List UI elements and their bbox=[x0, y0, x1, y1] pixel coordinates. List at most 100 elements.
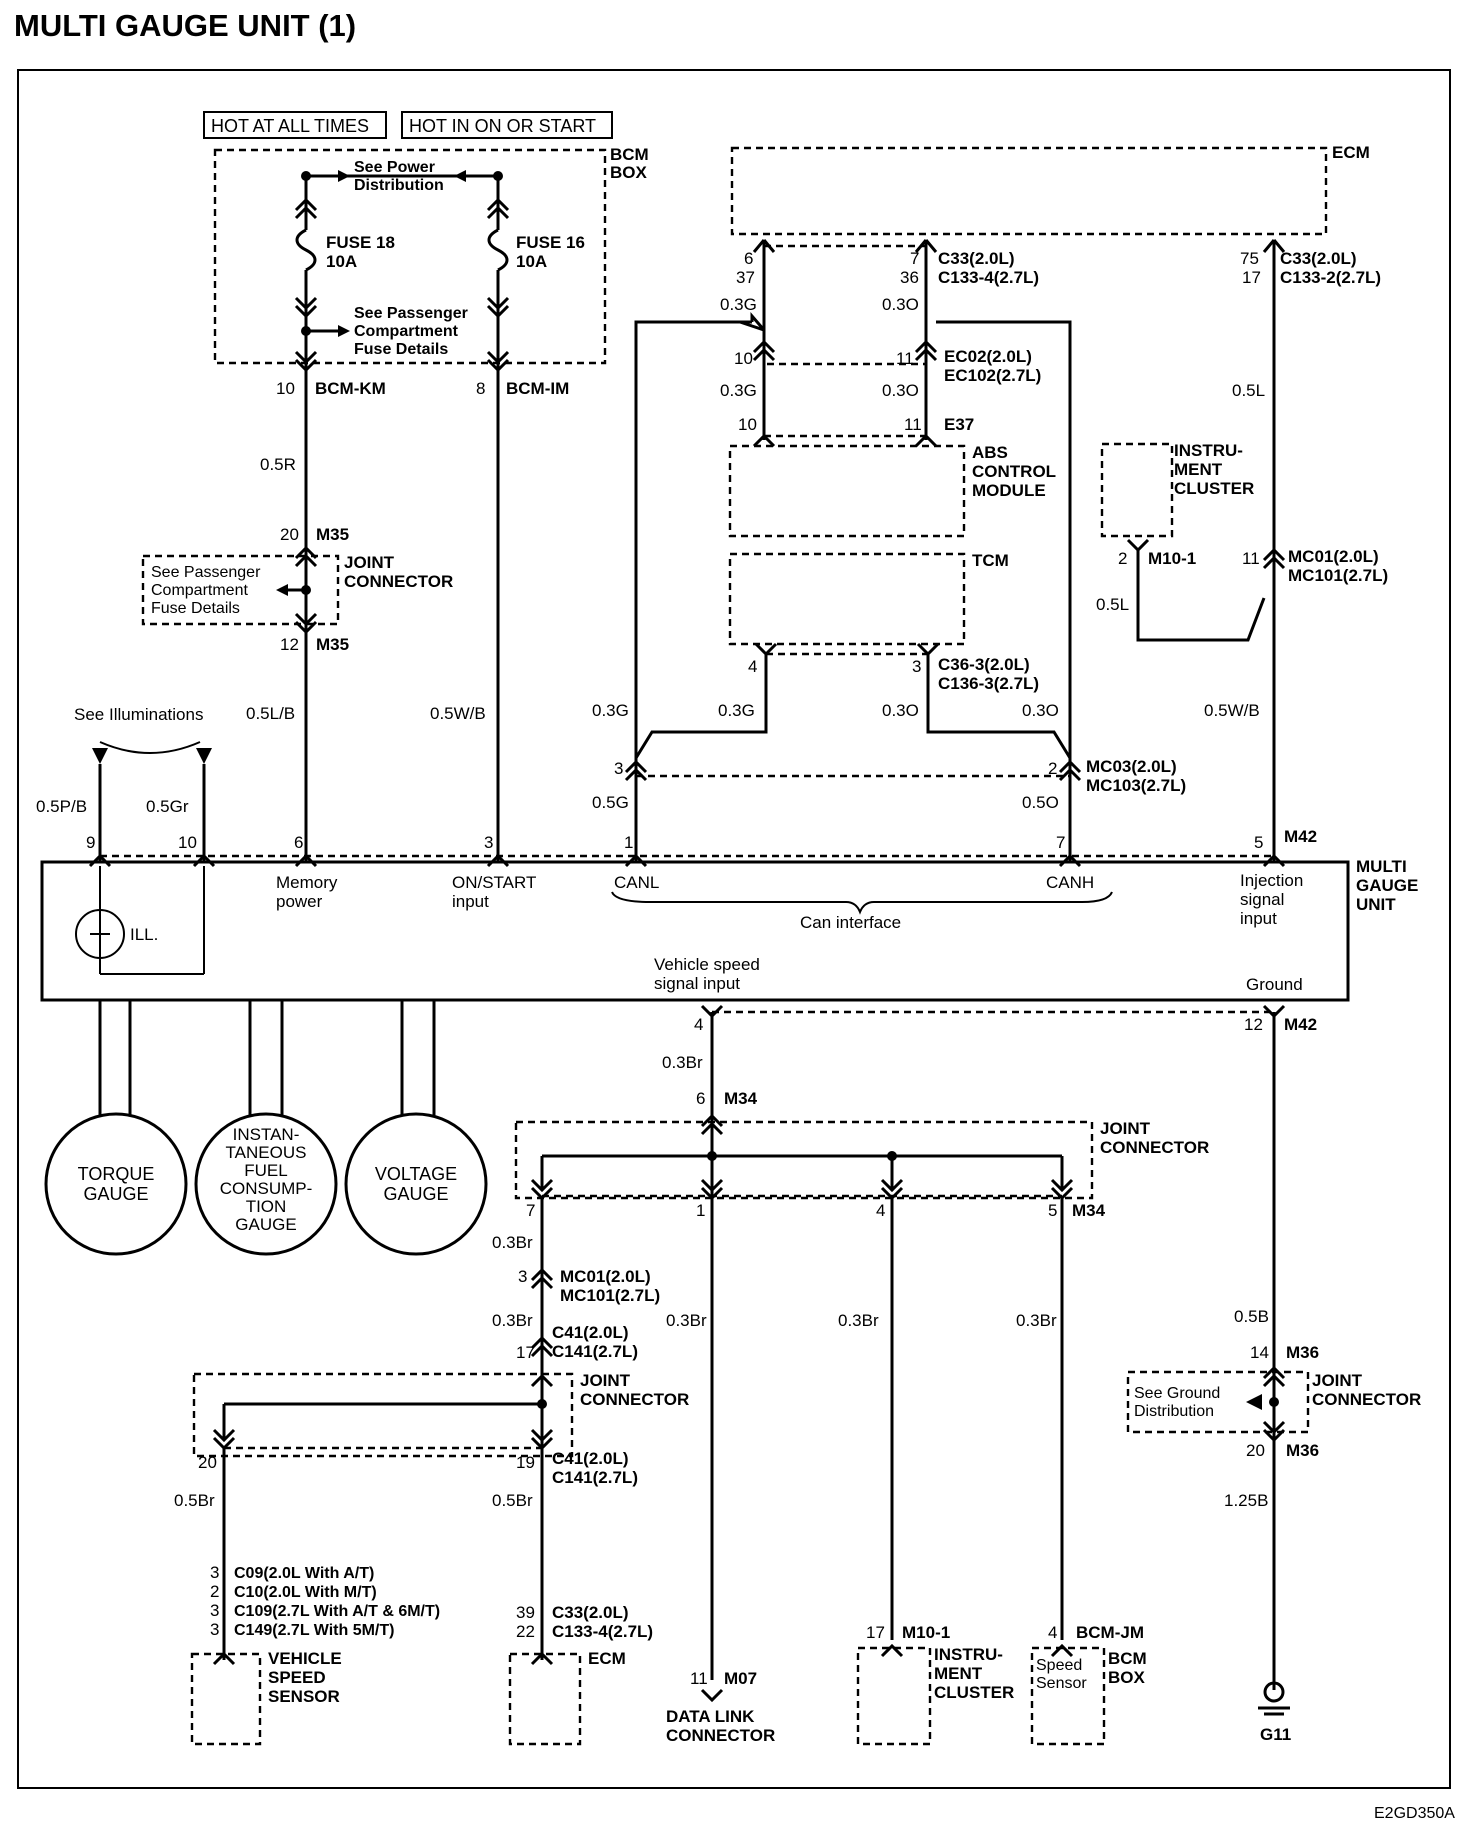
figure-code: E2GD350A bbox=[1374, 1805, 1455, 1822]
ecm-wire-05l: 0.5L bbox=[1232, 381, 1265, 400]
m34-pin-4: 4 bbox=[876, 1201, 885, 1220]
splice-dot bbox=[1269, 1397, 1279, 1407]
illumination-bulb-icon bbox=[75, 909, 125, 959]
connector-chevron-icon bbox=[294, 197, 318, 220]
m35-pin-12: 12 bbox=[280, 635, 299, 654]
connector-chevron-icon bbox=[1050, 1643, 1074, 1658]
ll-pin-20: 20 bbox=[198, 1453, 217, 1472]
abs-wire-03o: 0.3O bbox=[882, 381, 919, 400]
ecm-bottom-box bbox=[508, 1652, 582, 1746]
cluster-wire-05l: 0.5L bbox=[1096, 595, 1129, 614]
connector-chevron-icon bbox=[212, 1651, 236, 1666]
connector-chevron-icon bbox=[1262, 1365, 1286, 1388]
connector-chevron-icon bbox=[916, 642, 940, 657]
connector-chevron-icon bbox=[212, 1428, 554, 1451]
mgu-pin-10: 10 bbox=[178, 833, 197, 852]
canh-wire bbox=[936, 320, 1072, 862]
abs-wire-03g: 0.3G bbox=[720, 381, 757, 400]
mgu-pin-12: 12 bbox=[1244, 1015, 1263, 1034]
connector-chevron-icon bbox=[1126, 538, 1150, 553]
arrow-icon bbox=[454, 170, 466, 182]
dlc-connector-icon bbox=[700, 1688, 724, 1703]
cluster-pin-11: 11 bbox=[1242, 549, 1260, 568]
abs-pin-11a: 11 bbox=[896, 349, 914, 368]
connector-chevron-icon bbox=[486, 197, 510, 220]
see-illuminations: See Illuminations bbox=[74, 705, 203, 724]
ll-wire-05br-b: 0.5Br bbox=[492, 1491, 533, 1510]
connector-chevron-icon bbox=[530, 1267, 554, 1290]
tcm-wire-03o-a: 0.3O bbox=[882, 701, 919, 720]
mc03-pin-3: 3 bbox=[614, 759, 623, 778]
wire-0-5wb-left: 0.5W/B bbox=[430, 704, 486, 723]
mgu-pin-6: 6 bbox=[294, 833, 303, 852]
m35-label-a: M35 bbox=[316, 525, 349, 544]
hot-at-all-times-label: HOT AT ALL TIMES bbox=[211, 116, 369, 136]
tcm-conn: C36-3(2.0L)C136-3(2.7L) bbox=[938, 655, 1039, 693]
m34-label-a: M34 bbox=[724, 1089, 758, 1108]
abs-ec-conn: EC02(2.0L)EC102(2.7L) bbox=[944, 347, 1041, 385]
bcm-im-label: BCM-IM bbox=[506, 379, 569, 398]
ecm-wire-icon bbox=[752, 239, 776, 253]
dlc-pin: 11 bbox=[690, 1669, 708, 1688]
ll-pin-19: 19 bbox=[516, 1453, 535, 1472]
mc03-pin-2: 2 bbox=[1048, 759, 1057, 778]
tcm-label: TCM bbox=[972, 551, 1009, 570]
cluster-m10: M10-1 bbox=[1148, 549, 1196, 568]
m35-label-b: M35 bbox=[316, 635, 349, 654]
mgu-pin-9: 9 bbox=[86, 833, 95, 852]
abs-pin-10b: 10 bbox=[738, 415, 757, 434]
page-title: MULTI GAUGE UNIT (1) bbox=[14, 8, 356, 43]
fuel-consumption-gauge bbox=[194, 1112, 338, 1256]
ecm-conn-c: C33(2.0L)C133-2(2.7L) bbox=[1280, 249, 1381, 287]
voltage-gauge bbox=[344, 1112, 488, 1256]
mc03-wire-05o: 0.5O bbox=[1022, 793, 1059, 812]
bcm-jm-pin: 4 bbox=[1048, 1623, 1057, 1642]
tcm-wire-03g-a: 0.3G bbox=[592, 701, 629, 720]
arrow-down-icon bbox=[196, 748, 212, 764]
ll-wire-05br-a: 0.5Br bbox=[174, 1491, 215, 1510]
bcm-jm: BCM-JM bbox=[1076, 1623, 1144, 1642]
connector-chevron-icon bbox=[752, 433, 776, 448]
dlc-m07: M07 bbox=[724, 1669, 757, 1688]
m34-bcm-wire: 0.3Br bbox=[1016, 1311, 1057, 1330]
bcm-km-pin: 10 bbox=[276, 379, 295, 398]
ll-pin-3: 3 bbox=[518, 1267, 527, 1286]
arrow-icon bbox=[276, 584, 288, 596]
connector-chevron-icon bbox=[88, 853, 1286, 868]
ecm-wire-icon bbox=[1262, 239, 1286, 253]
ll-ecm-conn: C33(2.0L)C133-4(2.7L) bbox=[552, 1603, 653, 1641]
abs-pin-10a: 10 bbox=[734, 349, 753, 368]
ecm-wire-icon bbox=[914, 239, 938, 253]
connector-chevron-icon bbox=[914, 433, 938, 448]
hot-at-all-times-box bbox=[203, 111, 387, 139]
ground-wire-125b: 1.25B bbox=[1224, 1491, 1268, 1510]
cluster-mc: MC01(2.0L)MC101(2.7L) bbox=[1288, 547, 1388, 585]
vss-conn: C09(2.0L With A/T)C10(2.0L With M/T)C109… bbox=[234, 1565, 440, 1639]
ground-pin-14: 14 bbox=[1250, 1343, 1269, 1362]
bcm-box-bottom bbox=[1030, 1646, 1106, 1746]
ll-mc: MC01(2.0L)MC101(2.7L) bbox=[560, 1267, 660, 1305]
mgu-canl: CANL bbox=[614, 873, 659, 892]
